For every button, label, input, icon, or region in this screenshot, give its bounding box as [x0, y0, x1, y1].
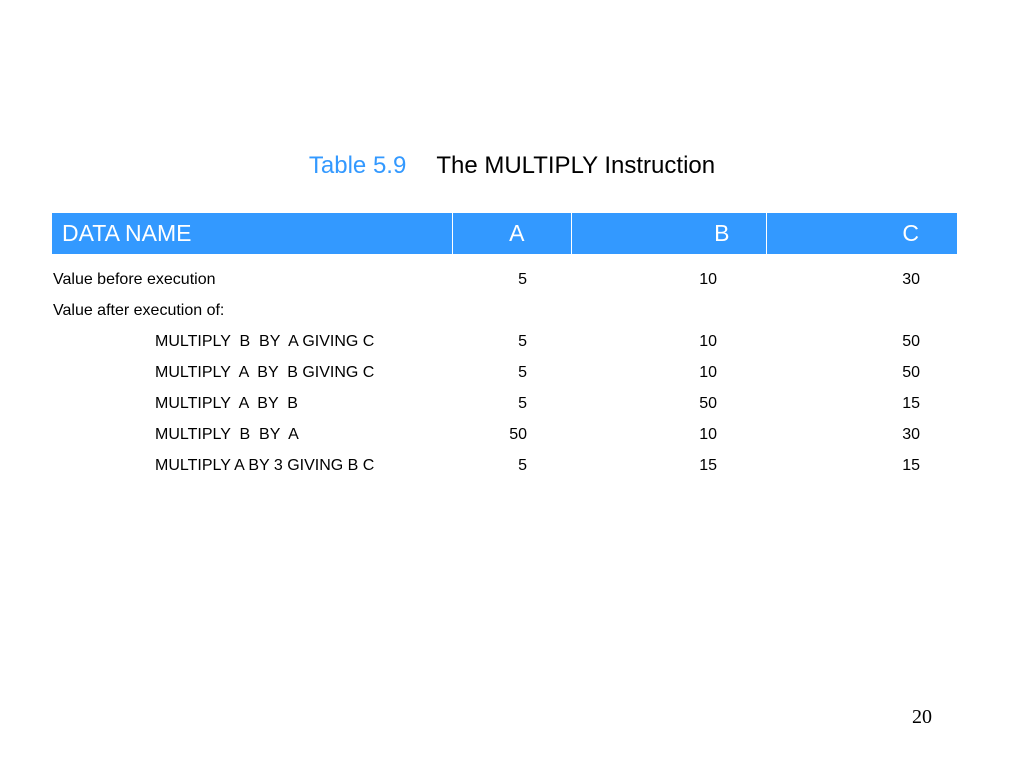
table-caption: The MULTIPLY Instruction	[436, 152, 716, 179]
row-label: MULTIPLY B BY A GIVING C	[155, 332, 375, 350]
header-c: C	[766, 213, 957, 254]
cell-c: 15	[902, 394, 920, 412]
table-row: MULTIPLY A BY B 5 50 15	[52, 388, 957, 419]
cell-c: 15	[902, 456, 920, 474]
page-number: 20	[912, 706, 932, 728]
cell-b	[571, 295, 766, 326]
multiply-table: DATA NAME A B C Value before execution 5…	[52, 213, 957, 481]
table-row: MULTIPLY B BY A GIVING C 5 10 50	[52, 326, 957, 357]
header-b: B	[571, 213, 767, 254]
header-a: A	[452, 213, 572, 254]
table-row: MULTIPLY A BY 3 GIVING B C 5 15 15	[52, 450, 957, 481]
table-number: Table 5.9	[308, 152, 407, 179]
cell-b: 10	[699, 363, 717, 381]
row-label: MULTIPLY A BY B	[155, 394, 298, 412]
multiply-table-container: DATA NAME A B C Value before execution 5…	[52, 213, 957, 481]
cell-a: 5	[518, 394, 527, 412]
cell-a: 5	[518, 456, 527, 474]
cell-b: 15	[699, 456, 717, 474]
cell-b: 10	[699, 332, 717, 350]
cell-c	[766, 295, 957, 326]
row-label: Value before execution	[53, 270, 216, 288]
table-row: MULTIPLY A BY B GIVING C 5 10 50	[52, 357, 957, 388]
header-data-name: DATA NAME	[52, 213, 453, 254]
cell-a: 5	[518, 332, 527, 350]
cell-b: 10	[699, 270, 717, 288]
cell-a: 5	[518, 270, 527, 288]
row-label: MULTIPLY A BY B GIVING C	[155, 363, 375, 381]
cell-b: 10	[699, 425, 717, 443]
table-header-row: DATA NAME A B C	[52, 213, 957, 254]
cell-c: 50	[902, 332, 920, 350]
cell-a	[452, 295, 571, 326]
row-label: MULTIPLY B BY A	[155, 425, 299, 443]
cell-a: 50	[509, 425, 527, 443]
cell-c: 50	[902, 363, 920, 381]
table-row: Value after execution of:	[52, 295, 957, 326]
row-label: MULTIPLY A BY 3 GIVING B C	[155, 456, 375, 474]
cell-a: 5	[518, 363, 527, 381]
table-row: MULTIPLY B BY A 50 10 30	[52, 419, 957, 450]
cell-b: 50	[699, 394, 717, 412]
cell-c: 30	[902, 425, 920, 443]
row-label: Value after execution of:	[53, 301, 225, 319]
table-title: Table 5.9 The MULTIPLY Instruction	[0, 152, 1024, 180]
table-row: Value before execution 5 10 30	[52, 254, 957, 295]
cell-c: 30	[902, 270, 920, 288]
